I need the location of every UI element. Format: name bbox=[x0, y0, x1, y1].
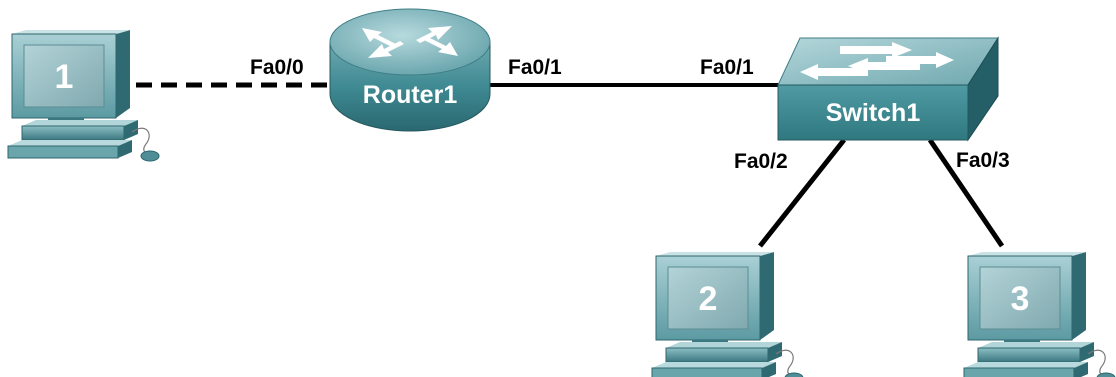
pc-3[interactable]: 3 bbox=[963, 251, 1116, 377]
pc-3-label: 3 bbox=[1011, 280, 1030, 318]
port-label-switch-fa0-2: Fa0/2 bbox=[734, 150, 788, 173]
pc-2-label: 2 bbox=[699, 280, 718, 318]
port-label-router-fa0-0: Fa0/0 bbox=[250, 56, 304, 79]
pc-1-label: 1 bbox=[55, 58, 74, 96]
router-arrows-icon bbox=[362, 26, 458, 58]
switch-1[interactable]: Switch1 bbox=[777, 36, 999, 142]
port-label-switch-fa0-3: Fa0/3 bbox=[956, 149, 1010, 172]
port-label-switch-fa0-1: Fa0/1 bbox=[700, 56, 754, 79]
router-1[interactable]: Router1 bbox=[329, 8, 491, 132]
port-label-router-fa0-1: Fa0/1 bbox=[508, 56, 562, 79]
pc-1[interactable]: 1 bbox=[7, 29, 160, 162]
link-switch-pc2 bbox=[758, 138, 846, 248]
switch-1-label: Switch1 bbox=[826, 99, 921, 127]
pc-2[interactable]: 2 bbox=[651, 251, 804, 377]
switch-arrows-icon bbox=[800, 42, 954, 80]
link-switch-pc3 bbox=[927, 138, 1005, 248]
router-1-label: Router1 bbox=[363, 81, 458, 109]
